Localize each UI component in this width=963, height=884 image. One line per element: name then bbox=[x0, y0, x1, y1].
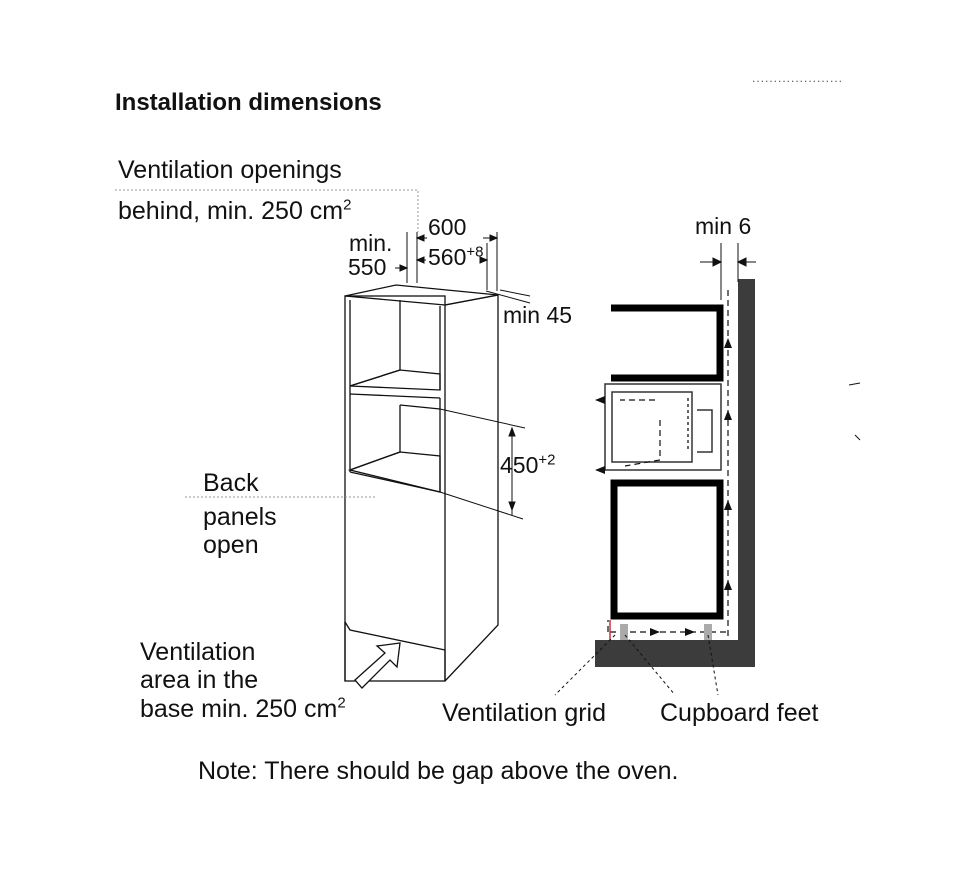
back-panels-label-2: panels bbox=[203, 503, 277, 531]
cabinet-dimension-lines bbox=[395, 232, 531, 520]
dim-450-label: 450+2 bbox=[500, 451, 556, 478]
vent-base-label-1: Ventilation bbox=[140, 638, 256, 666]
dim-550-label: 550 bbox=[348, 254, 387, 280]
dim-560-label: 560+8 bbox=[428, 243, 484, 270]
cabinet-drawing bbox=[344, 284, 499, 682]
dim-min6-label: min 6 bbox=[695, 213, 752, 239]
vent-base-label-2: area in the bbox=[140, 666, 259, 694]
edge-marks bbox=[848, 382, 861, 441]
leader-lines bbox=[115, 189, 419, 498]
cupboard-feet-label: Cupboard feet bbox=[660, 699, 819, 727]
dim-min-label: min. bbox=[349, 230, 393, 256]
side-section-drawing bbox=[554, 243, 756, 696]
vent-openings-label-line1: Ventilation openings bbox=[118, 156, 342, 184]
installation-note: Note: There should be gap above the oven… bbox=[198, 757, 679, 785]
back-panels-label-1: Back bbox=[203, 469, 259, 497]
ventilation-base-arrow bbox=[354, 642, 401, 689]
ventilation-grid-label: Ventilation grid bbox=[442, 699, 607, 727]
corner-text: ..................... bbox=[752, 71, 844, 85]
dim-min45-label: min 45 bbox=[503, 302, 573, 328]
vent-openings-label-line2: behind, min. 250 cm2 bbox=[118, 196, 352, 225]
dim-600-label: 600 bbox=[428, 214, 467, 240]
page-title: Installation dimensions bbox=[115, 89, 382, 116]
back-panels-label-3: open bbox=[203, 531, 259, 559]
vent-base-label-3: base min. 250 cm2 bbox=[140, 694, 346, 723]
